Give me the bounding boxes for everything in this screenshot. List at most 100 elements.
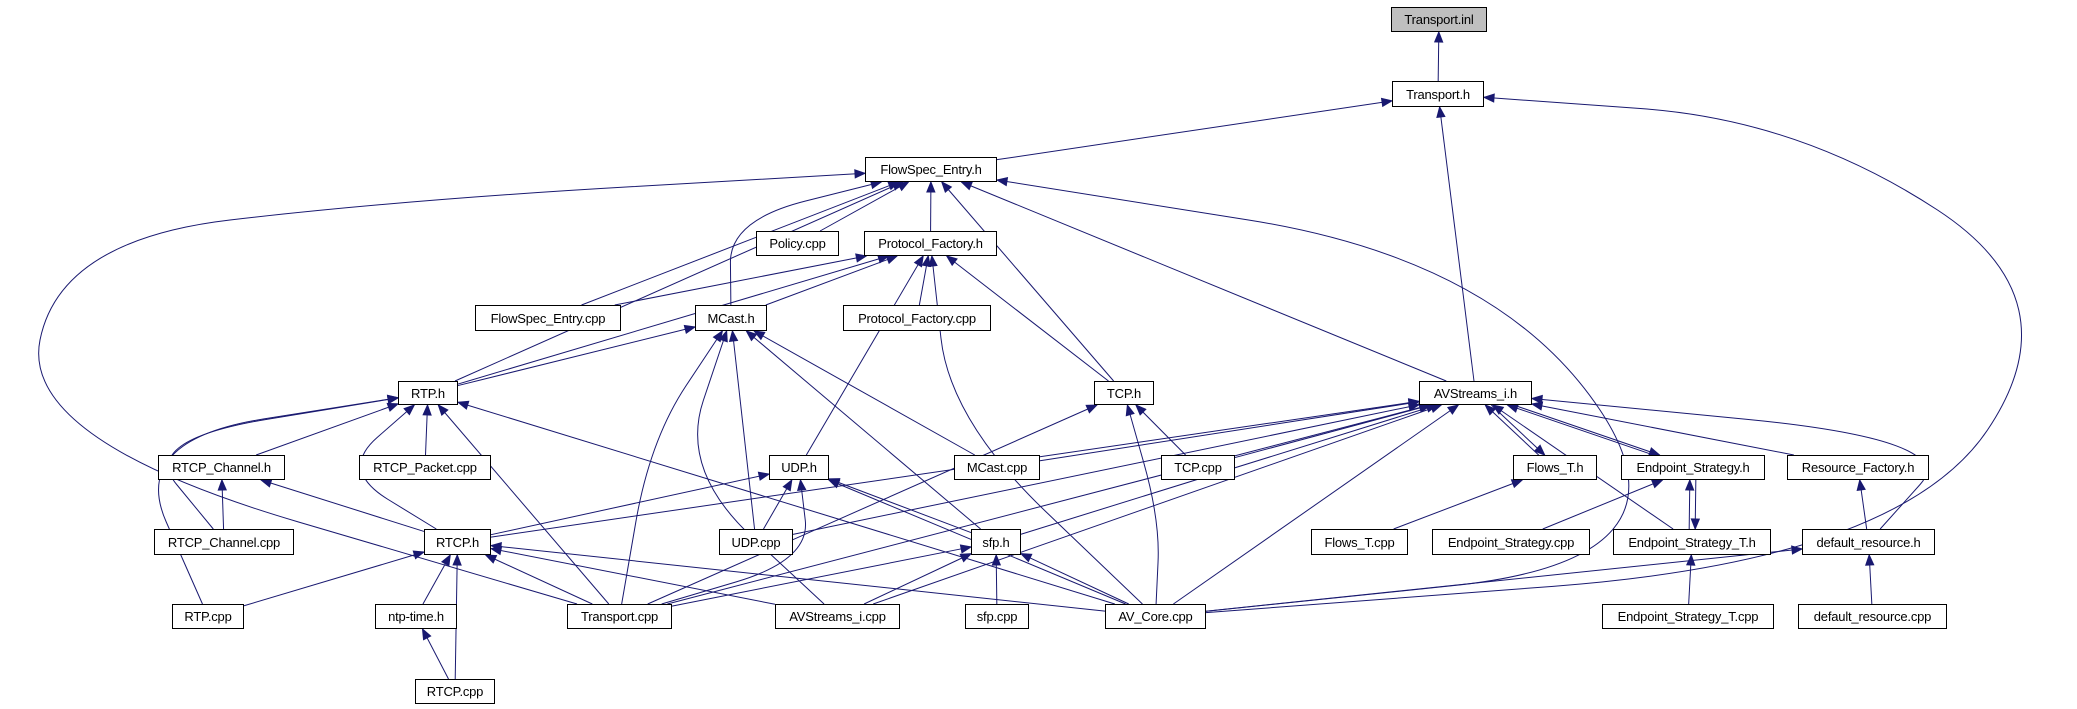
node-rtcp-cpp[interactable]: RTCP.cpp bbox=[415, 679, 495, 704]
edge-rtcp-h-to-udp-h bbox=[490, 473, 770, 536]
node-mcast-cpp[interactable]: MCast.cpp bbox=[954, 455, 1040, 480]
arrowhead-icon bbox=[1436, 105, 1446, 119]
edge-av-core-cpp-to-rtcp-h bbox=[490, 545, 1106, 612]
node-label: Endpoint_Strategy_T.h bbox=[1628, 534, 1756, 550]
arrowhead-icon bbox=[1433, 30, 1444, 43]
arrowhead-icon bbox=[403, 404, 416, 416]
node-avstreams-i-h[interactable]: AVStreams_i.h bbox=[1419, 381, 1532, 405]
edge-udp-cpp-to-avstreams-i-h bbox=[792, 404, 1420, 535]
arrowhead-icon bbox=[422, 403, 432, 416]
node-label: sfp.cpp bbox=[976, 609, 1018, 624]
node-label: sfp.h bbox=[982, 534, 1010, 550]
node-rtcp-channel-cpp[interactable]: RTCP_Channel.cpp bbox=[154, 529, 294, 555]
node-udp-h[interactable]: UDP.h bbox=[769, 455, 829, 480]
node-label: RTCP_Channel.h bbox=[172, 460, 271, 475]
edge-endpoint-strategy-h-to-avstreams-i-h bbox=[1507, 404, 1654, 456]
node-rtcp-h[interactable]: RTCP.h bbox=[424, 529, 491, 555]
edge-mcast-h-to-protocol-factory-h bbox=[765, 255, 898, 306]
edge-av-core-cpp-to-rtp-h bbox=[457, 401, 1115, 605]
arrowhead-icon bbox=[1533, 444, 1546, 456]
node-label: Endpoint_Strategy_T.cpp bbox=[1617, 609, 1759, 624]
node-rtp-cpp[interactable]: RTP.cpp bbox=[172, 604, 244, 629]
node-label: Endpoint_Strategy.cpp bbox=[1447, 534, 1575, 550]
node-rtcp-packet-cpp[interactable]: RTCP_Packet.cpp bbox=[359, 455, 491, 480]
arrowhead-icon bbox=[797, 478, 807, 491]
node-label: Transport.inl bbox=[1404, 12, 1474, 27]
node-sfp-h[interactable]: sfp.h bbox=[971, 529, 1021, 555]
edge-transport-cpp-to-flowspec-entry-h bbox=[38, 172, 866, 605]
arrowhead-icon bbox=[959, 553, 973, 563]
node-label: FlowSpec_Entry.h bbox=[880, 162, 982, 177]
arrowhead-icon bbox=[441, 553, 451, 567]
arrowhead-icon bbox=[1019, 553, 1033, 563]
node-label: MCast.h bbox=[707, 310, 755, 326]
edge-transport-cpp-to-rtcp-h bbox=[485, 554, 593, 605]
node-tcp-cpp[interactable]: TCP.cpp bbox=[1161, 455, 1235, 480]
edge-av-core-cpp-to-default-resource-h bbox=[1205, 548, 1803, 612]
arrowhead-icon bbox=[1530, 401, 1544, 411]
node-protocol-factory-h[interactable]: Protocol_Factory.h bbox=[864, 231, 997, 256]
edge-tcp-h-to-protocol-factory-h bbox=[946, 255, 1109, 382]
node-endpoint-strategy-t-cpp[interactable]: Endpoint_Strategy_T.cpp bbox=[1602, 604, 1774, 629]
edge-avstreams-i-h-to-flows-t-h bbox=[1490, 404, 1546, 456]
edge-rtcp-h-to-rtcp-channel-h bbox=[260, 479, 425, 532]
arrowhead-icon bbox=[217, 478, 228, 491]
node-label: Transport.cpp bbox=[580, 609, 659, 624]
node-endpoint-strategy-cpp[interactable]: Endpoint_Strategy.cpp bbox=[1432, 529, 1590, 555]
node-default-resource-h[interactable]: default_resource.h bbox=[1802, 529, 1935, 555]
node-transport-inl[interactable]: Transport.inl bbox=[1391, 7, 1487, 32]
node-label: RTCP_Packet.cpp bbox=[373, 460, 477, 475]
node-flows-t-h[interactable]: Flows_T.h bbox=[1513, 455, 1597, 480]
edge-avstreams-i-h-to-transport-h bbox=[1439, 106, 1475, 382]
node-tcp-h[interactable]: TCP.h bbox=[1094, 381, 1154, 405]
node-rtcp-channel-h[interactable]: RTCP_Channel.h bbox=[158, 455, 285, 480]
arrowhead-icon bbox=[959, 544, 973, 554]
edge-sfp-h-to-mcast-h bbox=[746, 330, 981, 530]
node-label: ntp-time.h bbox=[388, 609, 444, 624]
node-avstreams-i-cpp[interactable]: AVStreams_i.cpp bbox=[775, 604, 900, 629]
node-flowspec-entry-h[interactable]: FlowSpec_Entry.h bbox=[865, 157, 997, 182]
node-label: RTCP.h bbox=[435, 534, 480, 550]
node-flows-t-cpp[interactable]: Flows_T.cpp bbox=[1311, 529, 1408, 555]
node-rtp-h[interactable]: RTP.h bbox=[398, 381, 458, 405]
arrowhead-icon bbox=[452, 553, 462, 566]
edge-av-core-cpp-to-avstreams-i-h bbox=[1173, 404, 1459, 605]
node-av-core-cpp[interactable]: AV_Core.cpp bbox=[1105, 604, 1206, 629]
node-resource-factory-h[interactable]: Resource_Factory.h bbox=[1787, 455, 1929, 480]
arrowhead-icon bbox=[913, 254, 924, 268]
edge-avstreams-i-h-to-flowspec-entry-h bbox=[961, 181, 1447, 382]
arrowhead-icon bbox=[683, 324, 697, 335]
arrowhead-icon bbox=[855, 253, 868, 263]
edge-rtp-h-to-mcast-h bbox=[457, 326, 696, 387]
node-label: AVStreams_i.cpp bbox=[789, 609, 886, 624]
edge-resource-factory-h-to-avstreams-i-h bbox=[1531, 403, 1794, 456]
arrowhead-icon bbox=[1484, 404, 1497, 416]
arrowhead-icon bbox=[991, 553, 1002, 566]
node-default-resource-cpp[interactable]: default_resource.cpp bbox=[1798, 604, 1947, 629]
arrowhead-icon bbox=[1865, 553, 1875, 566]
node-flowspec-entry-cpp[interactable]: FlowSpec_Entry.cpp bbox=[475, 305, 621, 331]
node-sfp-cpp[interactable]: sfp.cpp bbox=[965, 604, 1029, 629]
edge-av-core-cpp-to-tcp-h bbox=[1126, 404, 1159, 605]
edge-transport-cpp-to-sfp-h bbox=[671, 546, 972, 607]
node-label: default_resource.h bbox=[1816, 534, 1921, 550]
arrowhead-icon bbox=[456, 400, 470, 410]
edge-flowspec-entry-cpp-to-protocol-factory-h bbox=[614, 255, 867, 306]
node-label: default_resource.cpp bbox=[1813, 609, 1932, 624]
arrowhead-icon bbox=[928, 254, 938, 267]
edge-avstreams-i-cpp-to-avstreams-i-h bbox=[873, 404, 1442, 605]
node-udp-cpp[interactable]: UDP.cpp bbox=[719, 529, 793, 555]
arrowhead-icon bbox=[782, 478, 793, 492]
node-mcast-h[interactable]: MCast.h bbox=[695, 305, 767, 331]
node-endpoint-strategy-t-h[interactable]: Endpoint_Strategy_T.h bbox=[1613, 529, 1771, 555]
node-ntp-time-h[interactable]: ntp-time.h bbox=[375, 604, 457, 629]
arrowhead-icon bbox=[1407, 398, 1421, 408]
node-protocol-factory-cpp[interactable]: Protocol_Factory.cpp bbox=[843, 305, 991, 331]
node-endpoint-strategy-h[interactable]: Endpoint_Strategy.h bbox=[1621, 455, 1765, 480]
arrowhead-icon bbox=[1429, 403, 1443, 413]
node-policy-cpp[interactable]: Policy.cpp bbox=[756, 231, 839, 256]
node-transport-cpp[interactable]: Transport.cpp bbox=[567, 604, 672, 629]
arrowhead-icon bbox=[1125, 403, 1135, 417]
node-transport-h[interactable]: Transport.h bbox=[1392, 81, 1484, 107]
